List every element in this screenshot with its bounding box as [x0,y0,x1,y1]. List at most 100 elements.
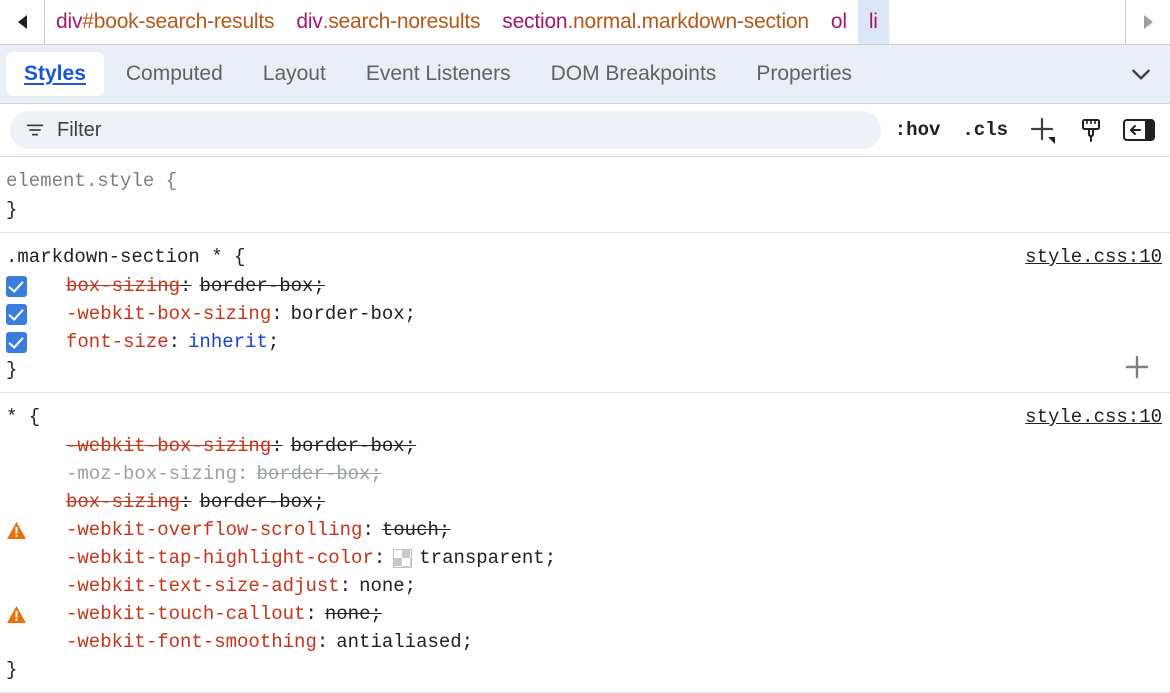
declaration-enabled-checkbox[interactable] [6,331,36,353]
rule-header: element.style { [0,166,1170,196]
css-declaration[interactable]: -webkit-box-sizing:border-box; [0,432,1170,460]
close-brace: } [6,659,18,681]
add-property-button[interactable] [1122,352,1152,382]
css-property-value[interactable]: inherit [188,331,268,353]
close-brace: } [6,359,18,381]
breadcrumb-tag-name: div [56,10,83,33]
more-tabs-button[interactable] [1118,51,1164,97]
css-property-name[interactable]: box-sizing [66,275,181,297]
open-brace: { [17,406,41,428]
css-declaration[interactable]: -webkit-font-smoothing:antialiased; [0,628,1170,656]
stylesheet-origin-link[interactable]: style.css:10 [1025,406,1162,428]
checkbox-checked-icon [6,303,27,325]
breadcrumb-item-div[interactable]: div#book-search-results [45,0,285,44]
css-declaration[interactable]: box-sizing:border-box; [0,272,1170,300]
css-property-name[interactable]: -moz-box-sizing [66,463,238,485]
css-colon: : [373,547,386,569]
css-declaration[interactable]: -webkit-overflow-scrolling: touch; [0,516,1170,544]
css-declaration[interactable]: -webkit-box-sizing:border-box; [0,300,1170,328]
tab-computed[interactable]: Computed [125,62,223,85]
breadcrumb-item-li[interactable]: li [857,0,889,44]
breadcrumb-tag-name: section [502,10,568,33]
sidebar-pane-tab-bar: Styles Computed Layout Event Listeners DOM B… [0,45,1170,104]
css-declaration[interactable]: font-size:inherit; [0,328,1170,356]
css-semicolon: ; [404,575,417,597]
open-brace: { [154,170,178,192]
css-property-name[interactable]: -webkit-tap-highlight-color [66,547,374,569]
css-property-value[interactable]: border-box [256,463,371,485]
filter-placeholder: Filter [57,118,102,141]
rule-selector[interactable]: .markdown-section * [6,246,223,268]
checkbox-checked-icon [6,275,27,297]
css-declaration[interactable]: -moz-box-sizing:border-box; [0,460,1170,488]
stylesheet-origin-link[interactable]: style.css:10 [1025,246,1162,268]
declaration-enabled-checkbox[interactable] [6,275,36,297]
toggle-computed-sidebar-button[interactable] [1118,109,1160,151]
tab-dom-breakpoints[interactable]: DOM Breakpoints [550,62,717,85]
breadcrumb-item-ol[interactable]: ol [820,0,858,44]
css-property-name[interactable]: box-sizing [66,491,181,513]
css-declaration[interactable]: box-sizing:border-box; [0,488,1170,516]
breadcrumb-tag-name: div [296,10,323,33]
css-property-value[interactable]: border-box [290,303,405,325]
toggle-pseudo-states-button[interactable]: :hov [894,119,941,141]
css-semicolon: ; [313,275,325,297]
breadcrumb-id: #book-search-results [82,10,275,33]
css-semicolon: ; [404,303,417,325]
toggle-sidebar-icon [1123,119,1155,141]
declaration-warning [6,521,36,540]
css-colon: : [237,463,249,485]
css-property-name[interactable]: -webkit-overflow-scrolling [66,519,363,541]
css-property-value[interactable]: border-box [290,435,405,457]
breadcrumb-tag-name: ol [830,10,847,33]
filter-input[interactable]: Filter [10,111,881,149]
open-brace: { [222,246,246,268]
css-property-name[interactable]: -webkit-box-sizing [66,435,272,457]
css-property-value[interactable]: none [324,603,371,625]
css-semicolon: ; [438,519,451,541]
plus-icon [1125,355,1149,379]
declaration-enabled-checkbox[interactable] [6,303,36,325]
toggle-element-classes-button[interactable]: .cls [962,119,1008,141]
tab-event-listeners[interactable]: Event Listeners [365,62,511,85]
color-swatch[interactable] [393,548,413,568]
css-property-value[interactable]: none [359,575,405,597]
breadcrumb-tag-name: li [868,10,878,33]
rule-header: * { style.css:10 [0,402,1170,432]
css-declaration[interactable]: -webkit-text-size-adjust:none; [0,572,1170,600]
css-declaration[interactable]: -webkit-touch-callout:none; [0,600,1170,628]
tab-properties[interactable]: Properties [756,62,853,85]
css-property-value[interactable]: touch [381,519,439,541]
css-colon: : [168,331,181,353]
css-property-value[interactable]: antialiased [336,631,462,653]
rule-selector[interactable]: element.style [6,170,155,192]
filter-icon [26,124,44,136]
breadcrumb-scroll-right-button[interactable] [1125,0,1170,44]
css-property-value[interactable]: border-box [199,491,314,513]
css-property-name[interactable]: -webkit-font-smoothing [66,631,317,653]
css-colon: : [362,519,374,541]
css-property-name[interactable]: -webkit-touch-callout [66,603,306,625]
checkbox-checked-icon [6,331,27,353]
element-style-paintbrush-button[interactable] [1070,109,1112,151]
css-colon: : [180,491,192,513]
rule-selector[interactable]: * [6,406,18,428]
breadcrumb-class: .search-noresults [322,10,481,33]
breadcrumb-scroll-left-button[interactable] [0,0,45,44]
css-property-value[interactable]: border-box [199,275,314,297]
css-property-name[interactable]: -webkit-box-sizing [66,303,272,325]
tab-styles[interactable]: Styles [6,52,104,96]
css-property-name[interactable]: -webkit-text-size-adjust [66,575,340,597]
breadcrumb-item-section[interactable]: section.normal.markdown-section [491,0,820,44]
css-property-value[interactable]: transparent [419,547,545,569]
warning-icon [7,605,26,623]
style-rule: * {style.css:10-webkit-box-sizing:border… [0,393,1170,693]
tab-layout[interactable]: Layout [262,62,326,85]
styles-pane: element.style {} .markdown-section * { sty… [0,157,1170,693]
css-declaration[interactable]: -webkit-tap-highlight-color:transparent; [0,544,1170,572]
css-property-name[interactable]: font-size [66,331,169,353]
new-style-rule-button[interactable] [1022,109,1064,151]
css-colon: : [305,603,317,625]
breadcrumb-item-div[interactable]: div.search-noresults [285,0,491,44]
